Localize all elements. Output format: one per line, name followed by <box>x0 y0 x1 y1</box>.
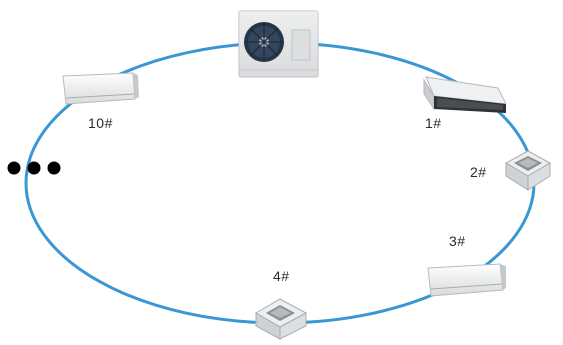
unit-label-10: 10# <box>88 115 113 131</box>
outdoor-unit-icon <box>239 11 318 77</box>
unit-label-4: 4# <box>273 268 290 284</box>
unit-label-2: 2# <box>470 164 487 180</box>
wall-split-unit-icon <box>428 264 506 296</box>
unit-label-1: 1# <box>425 115 442 131</box>
cassette-unit-icon <box>256 299 306 339</box>
wall-split-unit-icon <box>63 73 139 104</box>
unit-label-3: 3# <box>449 233 466 249</box>
more-units-ellipsis-icon <box>8 162 61 175</box>
cassette-unit-icon <box>506 151 550 190</box>
ducted-unit-icon <box>424 77 506 113</box>
